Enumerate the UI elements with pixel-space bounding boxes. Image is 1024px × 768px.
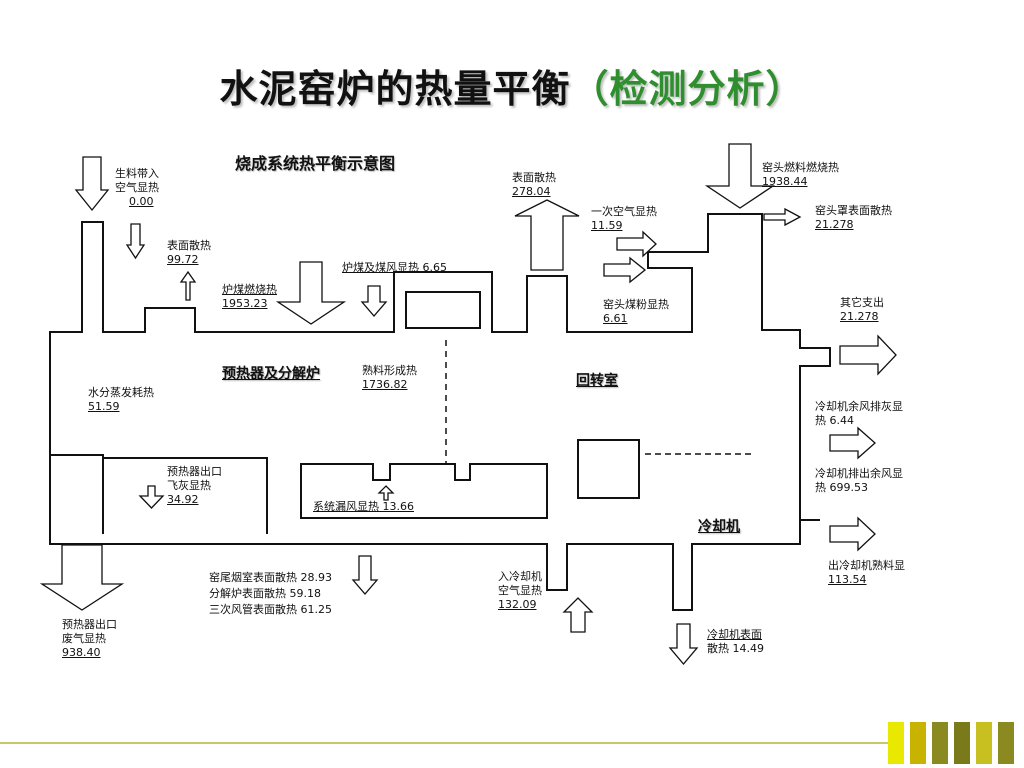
arrow-leak-air — [377, 485, 395, 501]
preheater-inner-wall — [50, 454, 104, 534]
label-hood-surface: 窑头罩表面散热 21.278 — [815, 204, 892, 231]
label-coal-burn: 炉煤燃烧热 1953.23 — [222, 283, 277, 310]
slide-title: 水泥窑炉的热量平衡（检测分析） — [0, 58, 1024, 113]
arrow-raw-meal — [74, 156, 110, 212]
arrow-raw-meal-small — [125, 223, 146, 260]
label-tail-surfaces: 窑尾烟室表面散热 28.93 分解炉表面散热 59.18 三次风管表面散热 61… — [209, 571, 332, 616]
label-cooler-exhaust: 冷却机排出余风显 热 699.53 — [815, 467, 903, 494]
footer-blocks — [888, 722, 1014, 764]
diagram-section-title: 烧成系统热平衡示意图 — [235, 154, 396, 173]
label-cooler-air-in: 入冷却机 空气显热 132.09 — [498, 570, 542, 611]
label-raw-meal: 生料带入 空气显热 0.00 — [115, 167, 159, 208]
label-preheater-exhaust: 预热器出口 废气显热 938.40 — [62, 618, 117, 659]
zone-cooler-label: 冷却机 — [698, 519, 740, 535]
arrow-preheater-dust — [138, 485, 165, 509]
arrow-cooler-air-in — [562, 597, 594, 633]
footer-line — [0, 742, 890, 744]
zone-kiln-label: 回转室 — [576, 373, 618, 389]
label-kiln-fuel: 窑头燃料燃烧热 1938.44 — [762, 161, 839, 188]
label-clinker-out: 出冷却机熟料显 113.54 — [828, 559, 905, 586]
label-surface-loss: 表面散热 99.72 — [167, 239, 211, 266]
label-other: 其它支出 21.278 — [840, 296, 884, 323]
label-cooler-ash: 冷却机余风排灰显 热 6.44 — [815, 400, 903, 427]
footer-block — [888, 722, 904, 764]
arrow-cooler-surface — [668, 623, 699, 666]
arrow-cooler-exhaust — [829, 516, 876, 552]
kiln-inlet-box — [405, 291, 481, 329]
title-main: 水泥窑炉的热量平衡 — [219, 66, 571, 111]
footer-block — [910, 722, 926, 764]
arrow-preheater-exhaust — [39, 544, 125, 611]
footer-block — [998, 722, 1014, 764]
arrow-kiln-surface — [514, 199, 580, 271]
cooler-grate-box — [577, 439, 640, 499]
label-cooler-surface: 冷却机表面 散热 14.49 — [707, 628, 764, 655]
footer-block — [976, 722, 992, 764]
label-primary-air: 一次空气显热 11.59 — [591, 205, 657, 232]
label-leak-air: 系统漏风显热 13.66 — [313, 500, 414, 513]
preheater-cyclone — [103, 457, 268, 534]
label-clinker-formation: 熟料形成热 1736.82 — [362, 364, 417, 391]
arrow-hood-surface — [763, 207, 802, 227]
calciner-box — [300, 463, 548, 519]
label-coal-air: 炉煤及煤风显热 6.65 — [342, 261, 447, 274]
footer-block — [954, 722, 970, 764]
arrow-primary-air — [616, 230, 657, 258]
label-kiln-surface: 表面散热 278.04 — [512, 171, 556, 198]
zone-preheater-label: 预热器及分解炉 — [222, 366, 320, 382]
title-sub: （检测分析） — [570, 66, 805, 111]
label-kiln-coal: 窑头煤粉显热 6.61 — [603, 298, 669, 325]
arrow-other — [839, 334, 897, 376]
arrow-kiln-fuel — [704, 143, 776, 209]
label-water-evap: 水分蒸发耗热 51.59 — [88, 386, 154, 413]
arrow-coal-air — [360, 285, 388, 317]
label-preheater-dust: 预热器出口 飞灰显热 34.92 — [167, 465, 222, 506]
arrow-cooler-ash — [829, 426, 876, 460]
arrow-kiln-coal — [603, 256, 647, 284]
arrow-surface-loss — [179, 270, 197, 301]
footer-block — [932, 722, 948, 764]
arrow-coal-burn — [275, 261, 347, 325]
arrow-tail-surfaces — [351, 555, 379, 595]
